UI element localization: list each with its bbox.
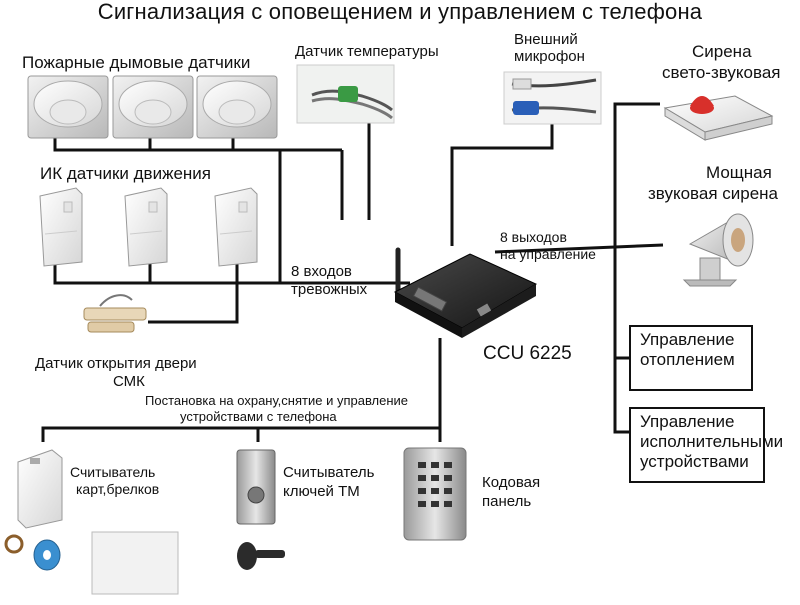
mic-label-2: микрофон xyxy=(514,48,585,65)
horn-siren-label-2: звуковая сирена xyxy=(648,184,779,203)
mic-label-1: Внешний xyxy=(514,31,578,48)
smoke-detector-icon xyxy=(196,75,278,139)
phone-control-label-1: Постановка на охрану,снятие и управление xyxy=(145,393,409,408)
smoke-sensors-label: Пожарные дымовые датчики xyxy=(22,53,251,72)
horn-siren-icon xyxy=(682,213,754,287)
keypad-label-1: Кодовая xyxy=(482,474,541,491)
light-siren-label-2: свето-звуковая xyxy=(662,63,781,82)
tm-reader-label-1: Считыватель xyxy=(283,464,375,481)
ir-motion-detector-icon xyxy=(124,187,168,267)
temp-sensor-label: Датчик температуры xyxy=(295,43,439,60)
light-siren-icon xyxy=(663,95,774,141)
temperature-sensor-icon xyxy=(296,64,395,124)
door-sensor-label-2: СМК xyxy=(113,373,145,390)
actuator-control-box: Управление исполнительными устройствами xyxy=(629,407,784,483)
actuator-control-label-3: устройствами xyxy=(640,452,749,472)
tm-key-icon xyxy=(237,542,285,570)
card-reader-label-1: Считыватель xyxy=(70,464,156,480)
microphone-icon xyxy=(503,71,602,125)
door-sensor-label-1: Датчик открытия двери xyxy=(35,355,197,372)
horn-siren-label-1: Мощная xyxy=(706,163,772,182)
keypad-icon xyxy=(403,447,467,541)
outputs-wire xyxy=(494,243,664,254)
output-trunk xyxy=(613,102,660,434)
actuator-control-label-2: исполнительными xyxy=(640,432,784,452)
actuator-control-label-1: Управление xyxy=(640,412,735,431)
door-wire xyxy=(148,283,239,324)
ir-bus-wire xyxy=(53,262,410,285)
light-siren-label-1: Сирена xyxy=(692,42,752,61)
door-contact-icon xyxy=(83,294,147,333)
heating-control-label-1: Управление xyxy=(640,330,735,349)
ccu-device-icon xyxy=(393,247,538,338)
rfid-card-icon xyxy=(91,531,179,595)
heating-control-label-2: отоплением xyxy=(640,350,735,370)
tm-reader-label-2: ключей ТМ xyxy=(283,483,360,500)
phone-bus-wire xyxy=(41,338,442,442)
mic-wire xyxy=(450,118,554,246)
ir-motion-detector-icon xyxy=(39,187,83,267)
outputs-label-1: 8 выходов xyxy=(500,229,567,245)
smoke-detector-icon xyxy=(27,75,109,139)
card-reader-icon xyxy=(17,449,63,529)
heating-control-box: Управление отоплением xyxy=(629,325,753,391)
wires xyxy=(41,102,664,442)
keyfob-icon xyxy=(4,534,61,571)
page-title: Сигнализация с оповещением и управлением… xyxy=(97,0,703,24)
inputs-label-2: тревожных xyxy=(291,281,368,298)
keypad-label-2: панель xyxy=(482,493,532,510)
smoke-detector-icon xyxy=(112,75,194,139)
card-reader-label-2: карт,брелков xyxy=(76,481,160,497)
phone-control-label-2: устройствами с телефона xyxy=(180,409,337,424)
inputs-label-1: 8 входов xyxy=(291,263,352,280)
outputs-label-2: на управление xyxy=(500,246,596,262)
ir-motion-detector-icon xyxy=(214,187,258,267)
device-model-label: CCU 6225 xyxy=(483,343,572,364)
ir-sensors-label: ИК датчики движения xyxy=(40,164,212,183)
tm-key-reader-icon xyxy=(236,449,276,525)
